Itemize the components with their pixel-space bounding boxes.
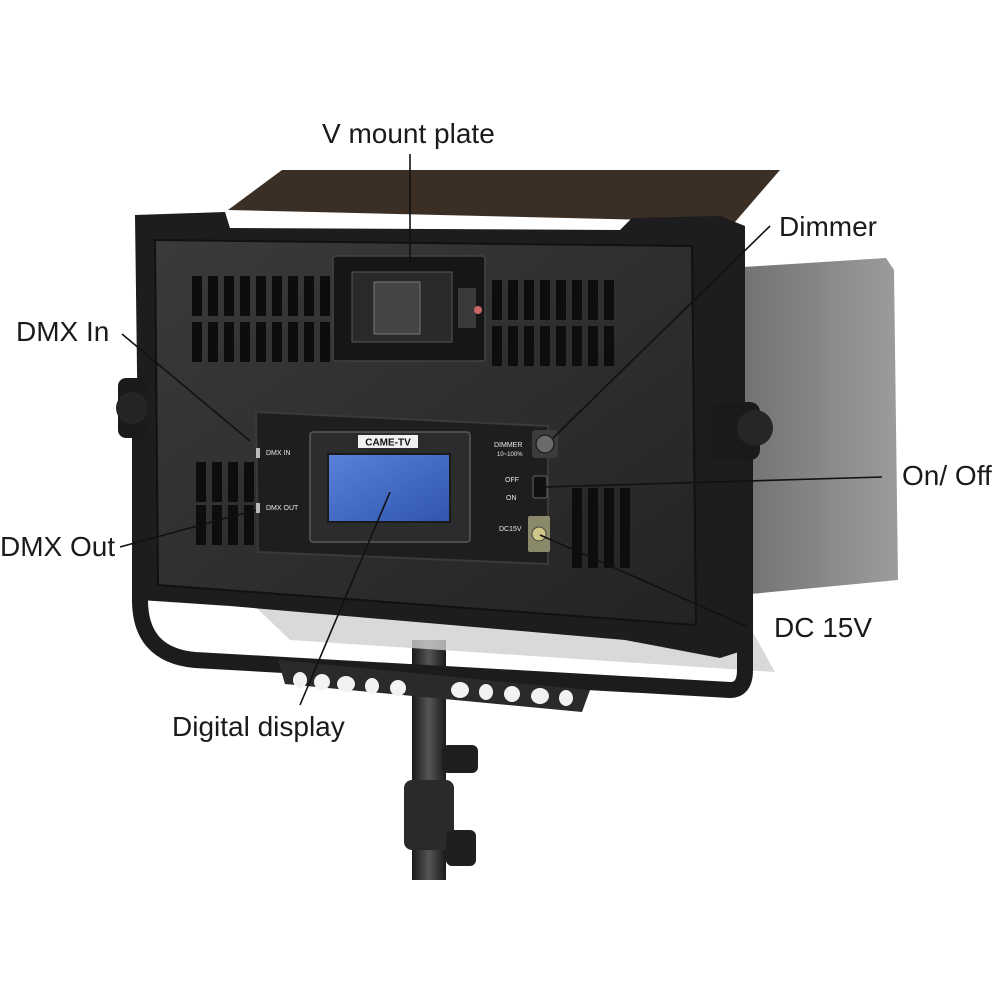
vent-slot bbox=[288, 280, 298, 316]
vent-slot bbox=[228, 466, 238, 502]
vent-slot bbox=[244, 466, 254, 502]
vent-slot bbox=[604, 330, 614, 366]
vent-slot bbox=[572, 492, 582, 528]
vent-slot bbox=[492, 330, 502, 366]
right-barndoor bbox=[728, 258, 898, 595]
leader-dc-15v bbox=[539, 534, 747, 627]
mount-hole bbox=[293, 672, 307, 688]
top-barndoor bbox=[228, 170, 780, 222]
callout-dc-15v: DC 15V bbox=[774, 612, 873, 643]
vent-slot bbox=[572, 284, 582, 320]
leader-digital-display bbox=[299, 491, 391, 706]
vent-slot bbox=[208, 326, 218, 362]
panel-label-off: OFF bbox=[505, 477, 519, 484]
vent-slot bbox=[540, 284, 550, 320]
vent-slot bbox=[620, 532, 630, 568]
vent-slot bbox=[272, 280, 282, 316]
control-box: CAME-TV DMX IN DMX OUT DIMMER 10~100% OF… bbox=[254, 410, 558, 566]
vent-slot bbox=[224, 326, 234, 362]
callout-on-off: On/ Off bbox=[902, 460, 992, 491]
vent-slot bbox=[524, 284, 534, 320]
vent-slot bbox=[588, 492, 598, 528]
vent-slot bbox=[272, 326, 282, 362]
vent-slot bbox=[192, 280, 202, 316]
vent-slot bbox=[588, 330, 598, 366]
mount-hole bbox=[451, 682, 469, 698]
vent-slot bbox=[196, 509, 206, 545]
mount-hole bbox=[504, 686, 520, 702]
vent-slot bbox=[212, 509, 222, 545]
mount-hole bbox=[365, 678, 379, 694]
leader-dmx-in bbox=[121, 333, 251, 442]
vent-slot bbox=[320, 280, 330, 316]
callout-v-mount-plate: V mount plate bbox=[322, 118, 495, 149]
vent-slot bbox=[320, 326, 330, 362]
mount-hole bbox=[559, 690, 573, 706]
mounting-bar bbox=[278, 660, 590, 712]
mount-hole bbox=[314, 674, 330, 690]
panel-label-dc: DC15V bbox=[499, 526, 522, 533]
mount-hole bbox=[337, 676, 355, 692]
mount-hole bbox=[479, 684, 493, 700]
brand-logo: CAME-TV bbox=[365, 438, 411, 449]
vent-slot bbox=[244, 509, 254, 545]
vent-slot bbox=[492, 284, 502, 320]
vent-slot bbox=[256, 280, 266, 316]
vent-slot bbox=[192, 326, 202, 362]
callout-dmx-in: DMX In bbox=[16, 316, 110, 347]
panel-label-dimmer-range: 10~100% bbox=[497, 452, 523, 458]
vent-slot bbox=[572, 330, 582, 366]
panel-label-dmx-out: DMX OUT bbox=[266, 505, 299, 512]
vent-slot bbox=[556, 330, 566, 366]
leader-on-off bbox=[544, 476, 883, 488]
callout-dmx-out: DMX Out bbox=[0, 531, 116, 562]
vent-slot bbox=[196, 466, 206, 502]
power-switch[interactable] bbox=[532, 475, 548, 499]
vent-slot bbox=[588, 284, 598, 320]
vent-slot bbox=[304, 280, 314, 316]
mount-hole bbox=[531, 688, 549, 704]
dimmer-knob[interactable] bbox=[532, 430, 558, 458]
vent-slot bbox=[240, 280, 250, 316]
dc-15v-jack bbox=[528, 516, 550, 552]
vent-slot bbox=[304, 326, 314, 362]
mount-hole bbox=[390, 680, 406, 696]
vent-slot bbox=[288, 326, 298, 362]
vent-slot bbox=[508, 330, 518, 366]
vent-slot bbox=[524, 330, 534, 366]
leader-dmx-out bbox=[119, 509, 257, 548]
panel-label-dimmer: DIMMER bbox=[494, 442, 522, 449]
callout-dimmer: Dimmer bbox=[779, 211, 877, 242]
right-knob bbox=[712, 402, 773, 460]
v-mount-plate bbox=[332, 255, 486, 362]
vent-slot bbox=[256, 326, 266, 362]
vent-slot bbox=[556, 284, 566, 320]
callout-digital-display: Digital display bbox=[172, 711, 345, 742]
vent-slot bbox=[540, 330, 550, 366]
leader-lines bbox=[119, 154, 883, 706]
vent-slot bbox=[228, 509, 238, 545]
panel-label-on: ON bbox=[506, 495, 517, 502]
vent-slot bbox=[208, 280, 218, 316]
vent-slot bbox=[604, 284, 614, 320]
digital-display-screen bbox=[327, 453, 451, 523]
vent-slot bbox=[588, 532, 598, 568]
vent-slot bbox=[604, 532, 614, 568]
vent-slot bbox=[508, 284, 518, 320]
vent-slot bbox=[212, 466, 222, 502]
panel-label-dmx-in: DMX IN bbox=[266, 450, 291, 457]
vent-slot bbox=[572, 532, 582, 568]
vent-slot bbox=[604, 492, 614, 528]
left-knob bbox=[116, 378, 148, 438]
vent-slot bbox=[240, 326, 250, 362]
vent-slot bbox=[224, 280, 234, 316]
yoke-bracket bbox=[132, 380, 753, 698]
leader-dimmer bbox=[552, 225, 771, 439]
vent-slot bbox=[620, 492, 630, 528]
